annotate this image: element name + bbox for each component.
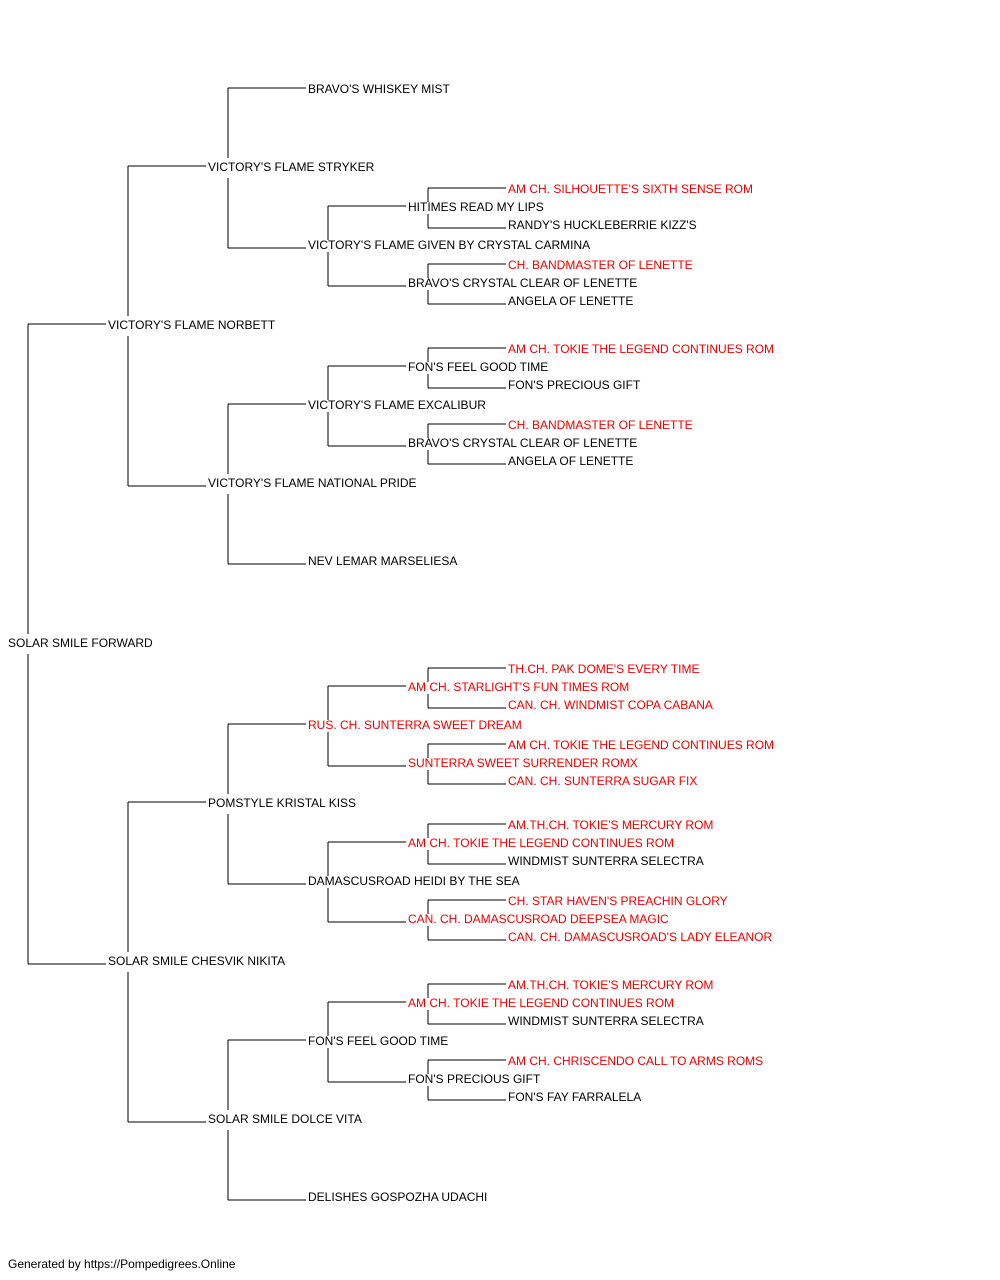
dog-name-can-ch-damascusroad-deepsea-magic: CAN. CH. DAMASCUSROAD DEEPSEA MAGIC — [408, 912, 669, 926]
dog-name-ch-bandmaster-of-lenette: CH. BANDMASTER OF LENETTE — [508, 258, 693, 272]
dog-name-can-ch-windmist-copa-cabana: CAN. CH. WINDMIST COPA CABANA — [508, 698, 713, 712]
dog-name-am-th-ch-tokie-s-mercury-rom: AM.TH.CH. TOKIE'S MERCURY ROM — [508, 978, 713, 992]
dog-name-ch-star-haven-s-preachin-glory: CH. STAR HAVEN'S PREACHIN GLORY — [508, 894, 728, 908]
dog-name-angela-of-lenette: ANGELA OF LENETTE — [508, 454, 633, 468]
dog-name-victory-s-flame-national-pride: VICTORY'S FLAME NATIONAL PRIDE — [208, 476, 417, 490]
dog-name-am-ch-silhouette-s-sixth-sense-rom: AM CH. SILHOUETTE'S SIXTH SENSE ROM — [508, 182, 753, 196]
dog-name-am-ch-tokie-the-legend-continues-rom: AM CH. TOKIE THE LEGEND CONTINUES ROM — [508, 342, 774, 356]
dog-name-victory-s-flame-norbett: VICTORY'S FLAME NORBETT — [108, 318, 276, 332]
dog-name-pomstyle-kristal-kiss: POMSTYLE KRISTAL KISS — [208, 796, 356, 810]
dog-name-can-ch-sunterra-sugar-fix: CAN. CH. SUNTERRA SUGAR FIX — [508, 774, 697, 788]
dog-name-ch-bandmaster-of-lenette: CH. BANDMASTER OF LENETTE — [508, 418, 693, 432]
dog-name-delishes-gospozha-udachi: DELISHES GOSPOZHA UDACHI — [308, 1190, 487, 1204]
footer-credit: Generated by https://Pompedigrees.Online — [8, 1257, 236, 1271]
dog-name-fon-s-feel-good-time: FON'S FEEL GOOD TIME — [408, 360, 548, 374]
dog-name-rus-ch-sunterra-sweet-dream: RUS. CH. SUNTERRA SWEET DREAM — [308, 718, 522, 732]
dog-name-fon-s-precious-gift: FON'S PRECIOUS GIFT — [408, 1072, 541, 1086]
dog-name-victory-s-flame-excalibur: VICTORY'S FLAME EXCALIBUR — [308, 398, 486, 412]
dog-name-windmist-sunterra-selectra: WINDMIST SUNTERRA SELECTRA — [508, 854, 704, 868]
dog-name-am-th-ch-tokie-s-mercury-rom: AM.TH.CH. TOKIE'S MERCURY ROM — [508, 818, 713, 832]
dog-name-randy-s-huckleberrie-kizz-s: RANDY'S HUCKLEBERRIE KIZZ'S — [508, 218, 697, 232]
dog-name-can-ch-damascusroad-s-lady-eleanor: CAN. CH. DAMASCUSROAD'S LADY ELEANOR — [508, 930, 772, 944]
dog-name-angela-of-lenette: ANGELA OF LENETTE — [508, 294, 633, 308]
dog-name-am-ch-tokie-the-legend-continues-rom: AM CH. TOKIE THE LEGEND CONTINUES ROM — [508, 738, 774, 752]
dog-name-windmist-sunterra-selectra: WINDMIST SUNTERRA SELECTRA — [508, 1014, 704, 1028]
dog-name-am-ch-starlight-s-fun-times-rom: AM CH. STARLIGHT'S FUN TIMES ROM — [408, 680, 629, 694]
dog-name-hitimes-read-my-lips: HITIMES READ MY LIPS — [408, 200, 544, 214]
dog-name-th-ch-pak-dome-s-every-time: TH.CH. PAK DOME'S EVERY TIME — [508, 662, 699, 676]
dog-name-bravo-s-whiskey-mist: BRAVO'S WHISKEY MIST — [308, 82, 451, 96]
dog-name-am-ch-tokie-the-legend-continues-rom: AM CH. TOKIE THE LEGEND CONTINUES ROM — [408, 996, 674, 1010]
dog-name-sunterra-sweet-surrender-romx: SUNTERRA SWEET SURRENDER ROMX — [408, 756, 638, 770]
dog-name-damascusroad-heidi-by-the-sea: DAMASCUSROAD HEIDI BY THE SEA — [308, 874, 520, 888]
dog-name-solar-smile-chesvik-nikita: SOLAR SMILE CHESVIK NIKITA — [108, 954, 285, 968]
dog-name-bravo-s-crystal-clear-of-lenette: BRAVO'S CRYSTAL CLEAR OF LENETTE — [408, 436, 637, 450]
dog-name-solar-smile-forward: SOLAR SMILE FORWARD — [8, 636, 153, 650]
dog-name-fon-s-precious-gift: FON'S PRECIOUS GIFT — [508, 378, 641, 392]
dog-name-victory-s-flame-stryker: VICTORY'S FLAME STRYKER — [208, 160, 375, 174]
dog-name-fon-s-feel-good-time: FON'S FEEL GOOD TIME — [308, 1034, 448, 1048]
dog-name-victory-s-flame-given-by-crystal-carmina: VICTORY'S FLAME GIVEN BY CRYSTAL CARMINA — [308, 238, 590, 252]
dog-name-am-ch-chriscendo-call-to-arms-roms: AM CH. CHRISCENDO CALL TO ARMS ROMS — [508, 1054, 763, 1068]
dog-name-am-ch-tokie-the-legend-continues-rom: AM CH. TOKIE THE LEGEND CONTINUES ROM — [408, 836, 674, 850]
dog-name-fon-s-fay-farralela: FON'S FAY FARRALELA — [508, 1090, 641, 1104]
dog-name-nev-lemar-marseliesa: NEV LEMAR MARSELIESA — [308, 554, 457, 568]
dog-name-bravo-s-crystal-clear-of-lenette: BRAVO'S CRYSTAL CLEAR OF LENETTE — [408, 276, 637, 290]
dog-name-solar-smile-dolce-vita: SOLAR SMILE DOLCE VITA — [208, 1112, 362, 1126]
